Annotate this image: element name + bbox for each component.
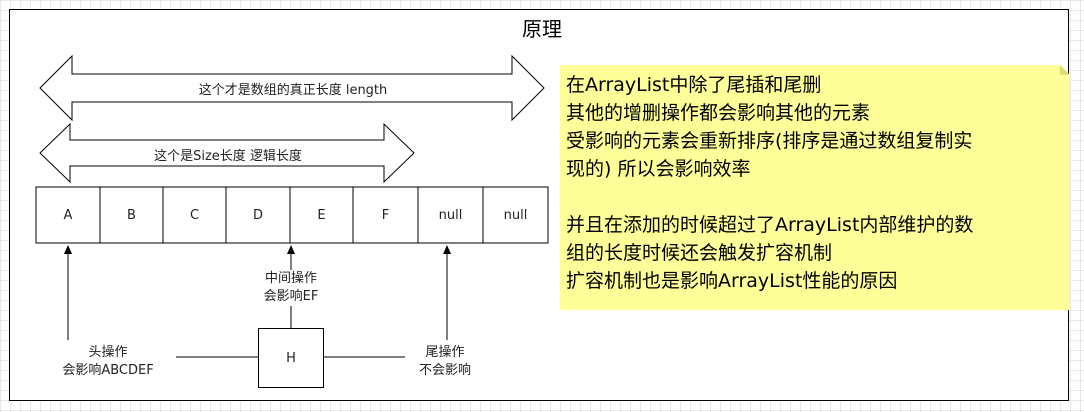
tail-pointer-arrowhead: [443, 245, 451, 254]
note-line: 在ArrayList中除了尾插和尾删: [566, 74, 822, 96]
diagram-title: 原理: [522, 17, 562, 41]
array-cell: D: [252, 207, 263, 223]
length-arrow-label: 这个才是数组的真正长度 length: [198, 83, 388, 98]
head-operation-line1: 头操作: [88, 345, 128, 360]
middle-operation-label: 中间操作 会影响EF: [246, 270, 336, 306]
note-line: 扩容机制也是影响ArrayList性能的原因: [566, 270, 898, 292]
note-line: 并且在添加的时候超过了ArrayList内部维护的数: [566, 214, 974, 236]
head-operation-label: 头操作 会影响ABCDEF: [40, 344, 176, 380]
head-pointer-arrowhead: [64, 245, 72, 254]
array-cell: null: [438, 207, 463, 223]
size-double-arrow: [39, 122, 415, 184]
array-cell: E: [317, 207, 326, 223]
note-line: 其他的增删操作都会影响其他的元素: [566, 102, 871, 124]
length-double-arrow: [39, 54, 545, 122]
note-line: 现的) 所以会影响效率: [566, 158, 751, 180]
array-cell: A: [63, 207, 73, 223]
size-arrow-label: 这个是Size长度 逻辑长度: [154, 149, 302, 164]
middle-pointer-arrowhead: [287, 245, 295, 254]
note-spacer: [566, 183, 1062, 211]
tail-operation-label: 尾操作 不会影响: [405, 344, 485, 380]
tail-operation-line2: 不会影响: [418, 363, 471, 378]
array-cell: null: [503, 207, 528, 223]
array-cell-dividers: [99, 187, 484, 243]
h-box: H: [258, 328, 324, 388]
head-operation-line2: 会影响ABCDEF: [62, 363, 154, 378]
array-cell: F: [381, 207, 390, 223]
array-cell: C: [189, 207, 200, 223]
middle-operation-line1: 中间操作: [264, 271, 317, 286]
note-fold-corner: [1060, 65, 1070, 75]
array-box: [35, 186, 549, 244]
array-cell: B: [127, 207, 136, 223]
middle-operation-line2: 会影响EF: [263, 289, 319, 304]
note-line: 组的长度时候还会触发扩容机制: [566, 242, 833, 264]
sticky-note: 在ArrayList中除了尾插和尾删 其他的增删操作都会影响其他的元素 受影响的…: [560, 65, 1070, 310]
note-line: 受影响的元素会重新排序(排序是通过数组复制实: [566, 130, 973, 152]
tail-operation-line1: 尾操作: [425, 345, 465, 360]
